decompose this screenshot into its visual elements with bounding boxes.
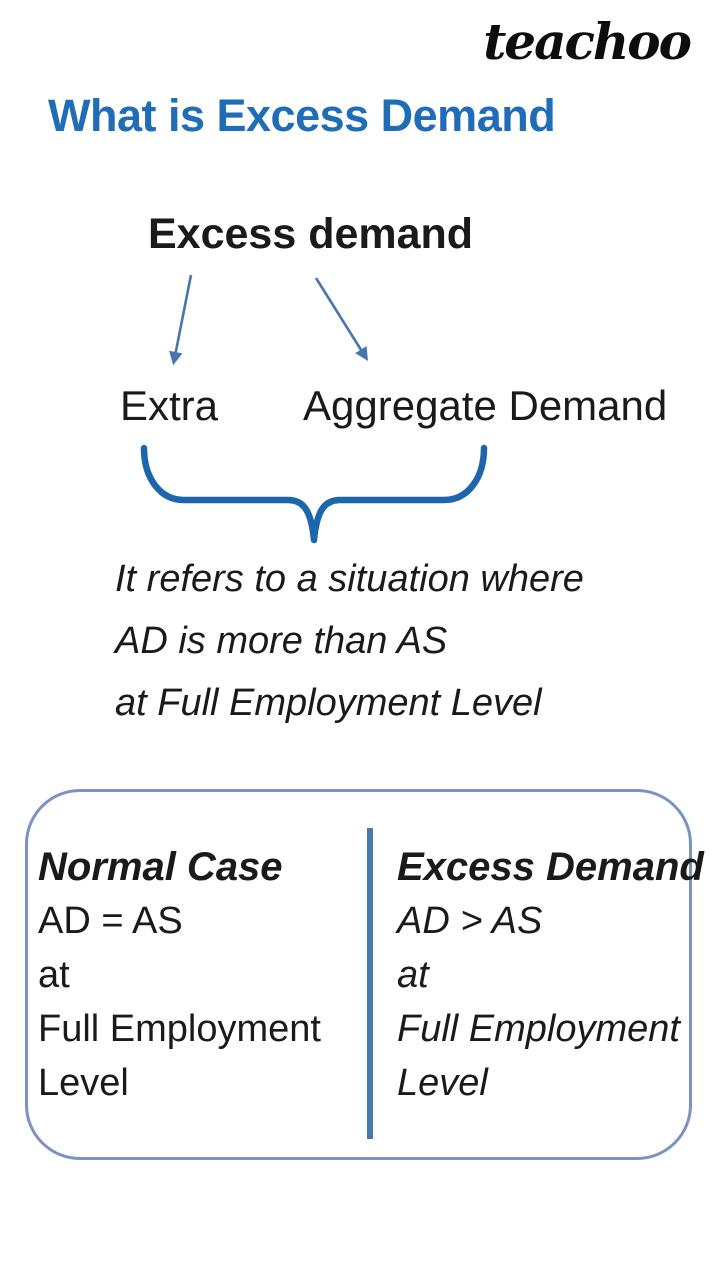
- normal-case-column: Normal Case AD = AS at Full Employment L…: [38, 840, 321, 1110]
- definition-line: at Full Employment Level: [115, 682, 542, 724]
- excess-demand-line: Full Employment: [397, 1008, 680, 1050]
- branch-label-aggregate-demand: Aggregate Demand: [303, 382, 668, 429]
- excess-demand-column: Excess Demand AD > AS at Full Employment…: [397, 840, 704, 1110]
- column-divider: [367, 828, 373, 1139]
- column-title-normal-case: Normal Case: [38, 845, 283, 889]
- arrow-right-icon: [314, 277, 369, 362]
- column-title-excess-demand: Excess Demand: [397, 845, 704, 889]
- teachoo-logo: teachoo: [483, 12, 692, 71]
- page-title: What is Excess Demand: [48, 90, 556, 141]
- underbrace-icon: [140, 444, 488, 544]
- normal-case-line: Full Employment: [38, 1008, 321, 1050]
- comparison-box: Normal Case AD = AS at Full Employment L…: [25, 789, 704, 1160]
- excess-demand-line: Level: [397, 1062, 488, 1104]
- excess-demand-line: AD > AS: [397, 900, 543, 942]
- definition-line: AD is more than AS: [115, 620, 448, 662]
- branch-arrows: [169, 274, 369, 366]
- excess-demand-line: at: [397, 954, 429, 996]
- branch-label-extra: Extra: [120, 382, 219, 429]
- excess-demand-root-label: Excess demand: [148, 210, 474, 258]
- normal-case-line: AD = AS: [38, 900, 183, 942]
- normal-case-line: at: [38, 954, 70, 996]
- definition-line: It refers to a situation where: [115, 558, 584, 600]
- normal-case-line: Level: [38, 1062, 129, 1104]
- arrow-left-icon: [169, 274, 193, 366]
- definition-text: It refers to a situation where AD is mor…: [115, 548, 584, 734]
